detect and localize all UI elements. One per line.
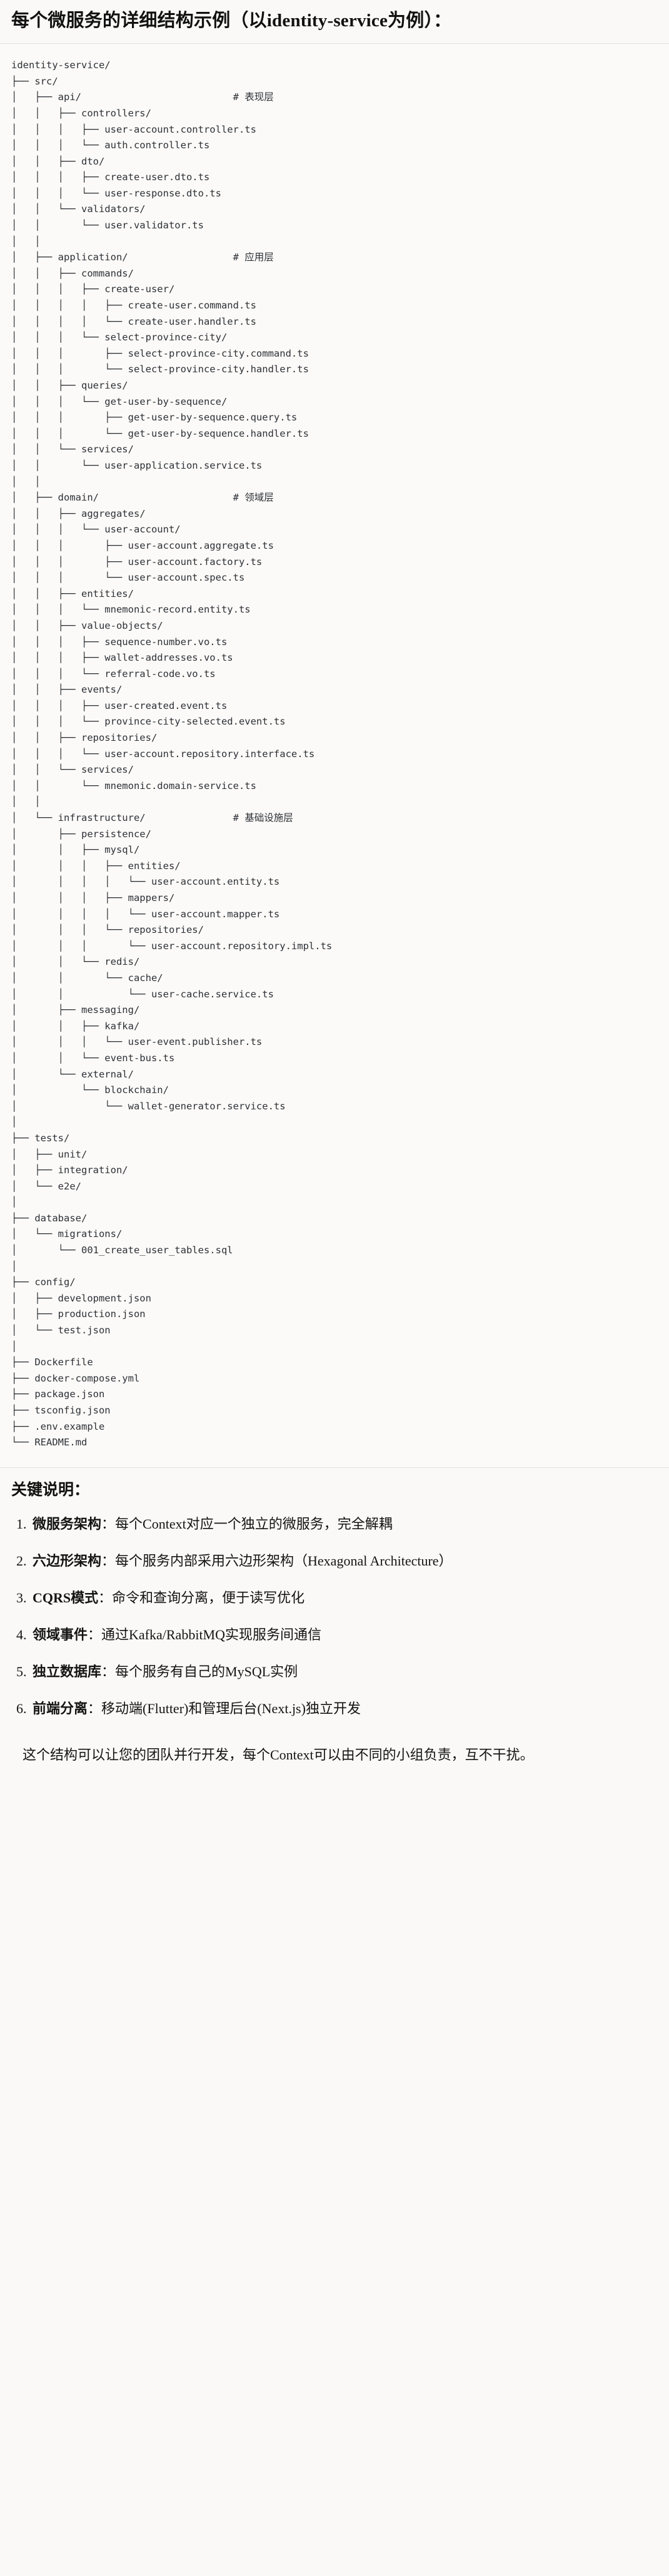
notes-divider	[0, 1467, 669, 1468]
note-separator: ：	[101, 1516, 116, 1532]
title-divider	[0, 43, 669, 44]
document-page: 每个微服务的详细结构示例（以identity-service为例）： ident…	[0, 0, 669, 1788]
note-separator: ：	[101, 1663, 116, 1679]
note-term: 领域事件	[33, 1626, 88, 1642]
key-notes-section: 关键说明： 微服务架构：每个Context对应一个独立的微服务，完全解耦 六边形…	[0, 1468, 669, 1788]
note-description: 移动端(Flutter)和管理后台(Next.js)独立开发	[101, 1700, 361, 1716]
note-separator: ：	[101, 1553, 116, 1569]
note-term: 前端分离	[33, 1700, 88, 1716]
note-description: 每个服务有自己的MySQL实例	[115, 1663, 298, 1679]
note-separator: ：	[88, 1700, 102, 1716]
note-term: 独立数据库	[33, 1663, 102, 1679]
key-notes-list: 微服务架构：每个Context对应一个独立的微服务，完全解耦 六边形架构：每个服…	[11, 1514, 658, 1718]
note-term: 微服务架构	[33, 1516, 102, 1532]
list-item: 六边形架构：每个服务内部采用六边形架构（Hexagonal Architectu…	[30, 1551, 658, 1571]
note-description: 每个服务内部采用六边形架构（Hexagonal Architecture）	[115, 1553, 453, 1569]
list-item: 领域事件：通过Kafka/RabbitMQ实现服务间通信	[30, 1625, 658, 1645]
list-item: 独立数据库：每个服务有自己的MySQL实例	[30, 1662, 658, 1682]
note-description: 每个Context对应一个独立的微服务，完全解耦	[115, 1516, 393, 1532]
note-term: 六边形架构	[33, 1553, 102, 1569]
list-item: 前端分离：移动端(Flutter)和管理后台(Next.js)独立开发	[30, 1699, 658, 1719]
note-description: 命令和查询分离，便于读写优化	[112, 1590, 305, 1606]
list-item: 微服务架构：每个Context对应一个独立的微服务，完全解耦	[30, 1514, 658, 1534]
directory-tree: identity-service/ ├── src/ │ ├── api/ # …	[11, 59, 333, 1448]
page-title: 每个微服务的详细结构示例（以identity-service为例）：	[11, 11, 452, 31]
key-notes-heading: 关键说明：	[11, 1481, 90, 1499]
closing-paragraph: 这个结构可以让您的团队并行开发，每个Context可以由不同的小组负责，互不干扰…	[23, 1746, 534, 1763]
directory-tree-block: identity-service/ ├── src/ │ ├── api/ # …	[0, 44, 669, 1467]
note-separator: ：	[88, 1626, 102, 1642]
note-description: 通过Kafka/RabbitMQ实现服务间通信	[101, 1626, 321, 1642]
note-term: CQRS模式	[33, 1590, 99, 1606]
list-item: CQRS模式：命令和查询分离，便于读写优化	[30, 1588, 658, 1608]
note-separator: ：	[98, 1590, 113, 1606]
